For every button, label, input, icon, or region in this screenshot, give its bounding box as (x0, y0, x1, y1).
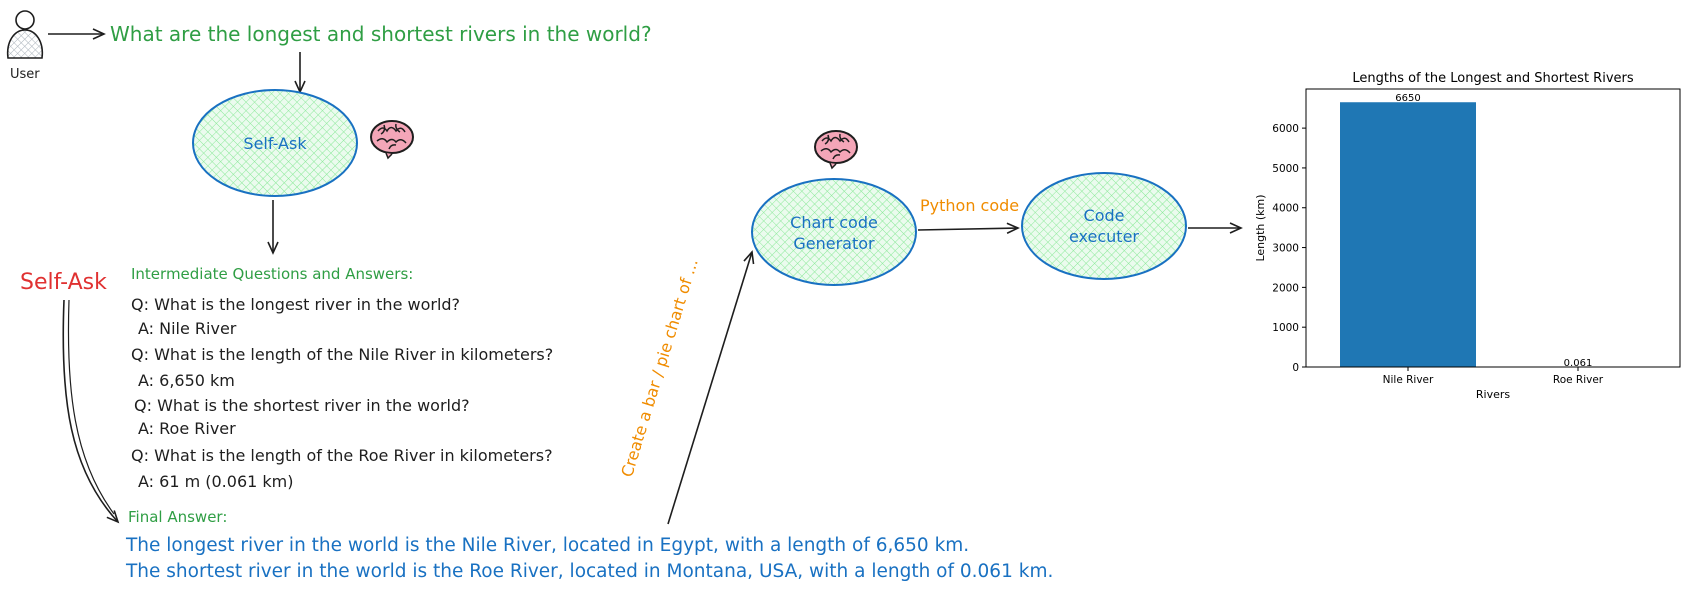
code-executer-label-line-1: Code (1083, 206, 1125, 225)
qa-question-4: Q: What is the length of the Roe River i… (131, 446, 553, 465)
brain-icon (370, 120, 414, 160)
brain-icon (814, 130, 858, 170)
final-answer-heading: Final Answer: (128, 508, 228, 526)
bar-value-label: 0.061 (1564, 358, 1593, 369)
river-bar-chart: Lengths of the Longest and Shortest Rive… (1254, 71, 1681, 401)
self-ask-node-label: Self-Ask (243, 134, 307, 153)
intermediate-heading: Intermediate Questions and Answers: (131, 265, 414, 283)
y-tick-label: 2000 (1272, 282, 1299, 294)
code-executer-label-line-2: executer (1068, 227, 1139, 246)
prompt-to-generator-arrow (667, 250, 755, 525)
chart-title: Lengths of the Longest and Shortest Rive… (1352, 71, 1633, 86)
qa-answer-4: A: 61 m (0.061 km) (138, 472, 294, 491)
self-ask-title: Self-Ask (20, 270, 107, 295)
chart-generator-label-line-2: Generator (793, 234, 875, 253)
bar-nile-river (1340, 102, 1476, 367)
chart-plot-frame (1305, 88, 1681, 368)
bar-value-label: 6650 (1395, 93, 1420, 104)
generator-to-executer-arrow (917, 222, 1020, 234)
chart-x-axis-label: Rivers (1476, 388, 1510, 401)
user-icon (6, 10, 44, 59)
chart-generator-node-shape (751, 178, 917, 286)
qa-question-2: Q: What is the length of the Nile River … (131, 345, 554, 364)
chart-y-axis-label: Length (km) (1254, 194, 1267, 261)
qa-answer-2: A: 6,650 km (138, 371, 235, 390)
y-tick-label: 0 (1292, 362, 1299, 374)
y-tick-label: 4000 (1272, 203, 1299, 215)
qa-question-1: Q: What is the longest river in the worl… (131, 295, 461, 314)
y-tick-label: 1000 (1272, 322, 1299, 334)
final-answer-line-2: The shortest river in the world is the R… (126, 561, 1054, 582)
qa-answer-3: A: Roe River (138, 419, 236, 438)
chart-generator-label-line-1: Chart code (790, 213, 878, 232)
user-label: User (10, 67, 40, 82)
python-code-edge-label: Python code (920, 196, 1020, 215)
x-tick-label: Nile River (1383, 374, 1434, 386)
code-executer-node-label: Code executer (1024, 205, 1184, 247)
qa-question-3: Q: What is the shortest river in the wor… (134, 396, 470, 415)
qa-answer-1: A: Nile River (138, 319, 237, 338)
selfask-to-final-arrow-double (67, 299, 115, 515)
user-question: What are the longest and shortest rivers… (110, 22, 652, 46)
y-tick-label: 5000 (1272, 163, 1299, 175)
selfask-to-final-arrow (62, 299, 120, 524)
y-tick-label: 6000 (1272, 123, 1299, 135)
x-tick-label: Roe River (1553, 374, 1604, 386)
code-executer-node-shape (1021, 172, 1187, 280)
chart-generator-node-label: Chart code Generator (754, 212, 914, 254)
y-tick-label: 3000 (1272, 243, 1299, 255)
final-answer-line-1: The longest river in the world is the Ni… (126, 535, 970, 556)
self-ask-node-shape (192, 89, 358, 197)
